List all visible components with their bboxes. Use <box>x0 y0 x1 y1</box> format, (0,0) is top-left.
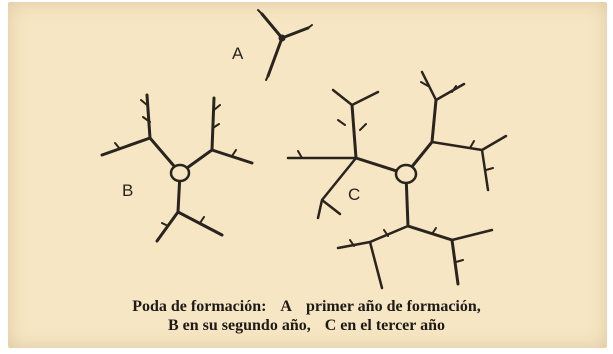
caption-letter-a: A <box>280 298 292 315</box>
label-a: A <box>232 44 244 63</box>
caption-first-year: primer año de formación, <box>305 298 481 315</box>
caption-third-year: en el tercer año <box>340 317 445 334</box>
caption-letter-b: B <box>168 317 179 334</box>
caption-line-2: B en su segundo año, C en el tercer año <box>20 316 593 335</box>
caption-letter-c: C <box>324 317 337 334</box>
scanned-plate <box>8 2 607 348</box>
label-c: C <box>348 185 361 204</box>
label-b: B <box>122 181 134 200</box>
tree-c-third-year <box>286 70 508 290</box>
caption-title: Poda de formación: <box>132 298 267 315</box>
tree-b-second-year <box>100 93 254 243</box>
tree-a-first-year <box>257 9 313 81</box>
caption-second-year: en su segundo año, <box>182 317 311 334</box>
